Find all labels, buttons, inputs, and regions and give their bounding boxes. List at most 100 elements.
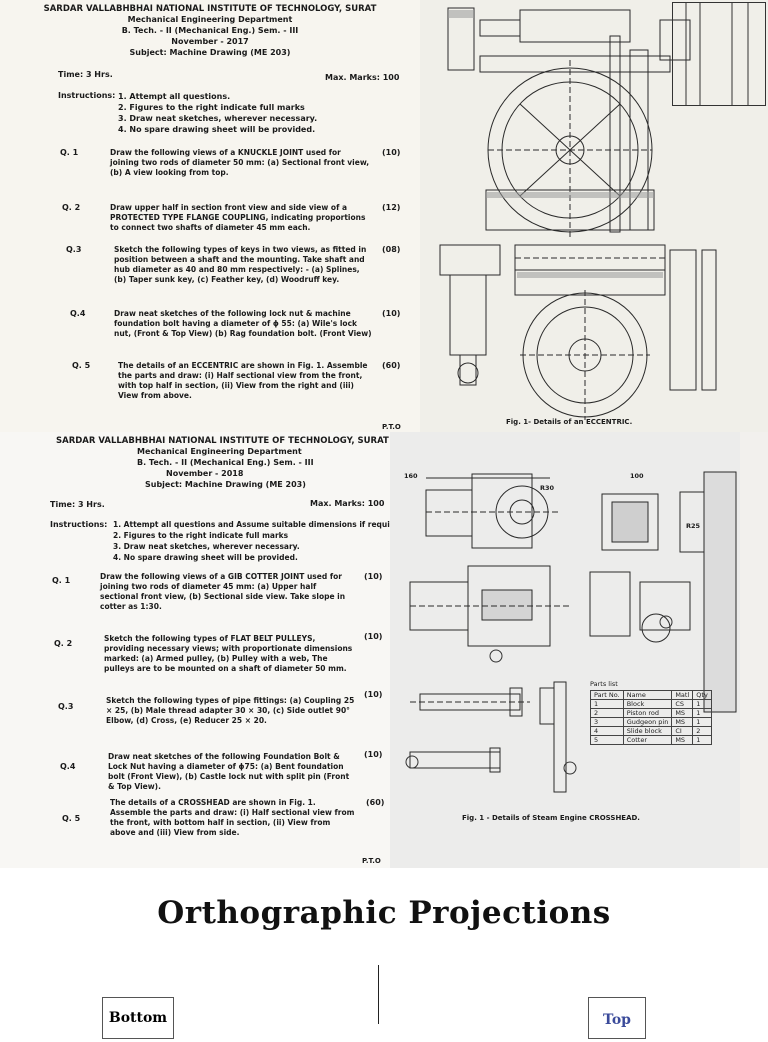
question-text: The details of an ECCENTRIC are shown in… [118,361,368,400]
drawing-part [447,7,475,71]
institute-name: SARDAR VALLABHBHAI NATIONAL INSTITUTE OF… [56,436,389,446]
max-marks: Max. Marks: 100 [325,73,400,82]
drawing-part [485,189,655,231]
instruction-item: 4. No spare drawing sheet will be provid… [118,125,316,134]
drawing-part [479,19,521,37]
parts-cell: 1 [692,717,712,727]
parts-cell: Cotter [622,735,673,745]
dimension-label: R25 [686,522,701,530]
department: Mechanical Engineering Department [127,15,293,24]
crosshead-drawing-area: 160 R30 100 R25 Parts list Part No. Name… [390,432,740,868]
parts-header: Part No. [590,690,624,700]
table-row: 1 Block CS 1 [590,699,712,709]
top-label-box: Top [588,997,646,1039]
question-number: Q. 5 [72,361,91,370]
question-marks: (60) [382,361,401,370]
instructions-label: Instructions: [50,520,108,529]
subject: Subject: Machine Drawing (ME 203) [145,480,306,489]
parts-cell: 2 [590,708,624,718]
session: November - 2018 [166,469,244,478]
parts-cell: 1 [692,699,712,709]
instruction-item: 3. Draw neat sketches, wherever necessar… [113,542,300,551]
parts-cell: Block [622,699,673,709]
question-marks: (12) [382,203,401,212]
parts-header: Matl [671,690,694,700]
parts-header: Qty [692,690,712,700]
parts-cell: 4 [590,726,624,736]
table-row: 4 Slide block CI 2 [590,726,712,736]
exam-paper-2018: SARDAR VALLABHBHAI NATIONAL INSTITUTE OF… [0,432,768,868]
question-marks: (10) [364,750,383,759]
institute-name: SARDAR VALLABHBHAI NATIONAL INSTITUTE OF… [43,4,377,14]
question-text: Draw neat sketches of the following Foun… [108,752,350,791]
figure-caption: Fig. 1 - Details of Steam Engine CROSSHE… [462,814,640,822]
parts-cell: CS [671,699,694,709]
question-marks: (08) [382,245,401,254]
session: November - 2017 [171,37,249,46]
question-number: Q.4 [60,762,76,771]
question-text: Sketch the following types of keys in tw… [114,245,367,284]
parts-list: Parts list Part No. Name Matl Qty 1 Bloc… [590,680,712,745]
parts-cell: 1 [692,708,712,718]
parts-cell: Piston rod [622,708,673,718]
parts-cell: MS [671,708,694,718]
parts-cell: 1 [590,699,624,709]
time-label: Time: 3 Hrs. [58,70,113,79]
pto-label: P.T.O [382,423,401,431]
question-marks: (10) [382,309,401,318]
instruction-item: 2. Figures to the right indicate full ma… [118,103,305,112]
question-text-area: SARDAR VALLABHBHAI NATIONAL INSTITUTE OF… [0,0,420,432]
parts-cell: 1 [692,735,712,745]
pto-label: P.T.O [362,857,381,865]
question-text: Draw upper half in section front view an… [110,203,366,232]
question-marks: (10) [364,632,383,641]
parts-cell: Gudgeon pin [622,717,673,727]
instruction-item: 1. Attempt all questions and Assume suit… [113,520,407,529]
question-marks: (10) [364,572,383,581]
question-text: Draw the following views of a GIB COTTER… [100,572,346,611]
parts-list-title: Parts list [590,680,618,688]
dimension-label: R30 [540,484,555,492]
question-text: Sketch the following types of FLAT BELT … [104,634,353,673]
department: Mechanical Engineering Department [137,447,302,456]
question-number: Q. 2 [62,203,81,212]
table-row: 3 Gudgeon pin MS 1 [590,717,712,727]
question-number: Q.4 [70,309,86,318]
time-label: Time: 3 Hrs. [50,500,105,509]
drawing-part [519,9,631,43]
question-number: Q. 1 [52,576,71,585]
parts-cell: MS [671,717,694,727]
parts-cell: 5 [590,735,624,745]
eccentric-drawing [439,7,717,420]
question-marks: (60) [366,798,385,807]
question-text: The details of a CROSSHEAD are shown in … [110,798,355,837]
question-text: Draw neat sketches of the following lock… [114,309,372,338]
dimension-label: 160 [404,472,418,480]
question-number: Q.3 [58,702,74,711]
table-row: 2 Piston rod MS 1 [590,708,712,718]
question-number: Q. 2 [54,639,73,648]
max-marks: Max. Marks: 100 [310,499,385,508]
instruction-item: 3. Draw neat sketches, wherever necessar… [118,114,318,123]
parts-list-block [672,2,766,106]
parts-cell: CI [671,726,694,736]
drawing-part [479,55,671,73]
course: B. Tech. - II (Mechanical Eng.) Sem. - I… [137,458,314,467]
question-number: Q. 1 [60,148,79,157]
exam-paper-2017: SARDAR VALLABHBHAI NATIONAL INSTITUTE OF… [0,0,768,432]
question-text-area: SARDAR VALLABHBHAI NATIONAL INSTITUTE OF… [0,432,407,868]
figure-caption: Fig. 1- Details of an ECCENTRIC. [506,418,633,426]
question-number: Q.3 [66,245,82,254]
parts-list-frame [672,2,766,106]
instruction-item: 2. Figures to the right indicate full ma… [113,531,289,540]
course: B. Tech. - II (Mechanical Eng.) Sem. - I… [121,26,299,35]
instruction-item: 4. No spare drawing sheet will be provid… [113,553,298,562]
question-marks: (10) [382,148,401,157]
subject: Subject: Machine Drawing (ME 203) [129,48,291,57]
crosshead-drawing [405,471,737,793]
table-row: 5 Cotter MS 1 [590,735,712,745]
dimension-label: 100 [630,472,644,480]
parts-table: Part No. Name Matl Qty 1 Block CS 1 2 Pi… [590,690,712,745]
eccentric-drawing-area: Fig. 1- Details of an ECCENTRIC. [420,0,768,432]
parts-cell: 3 [590,717,624,727]
